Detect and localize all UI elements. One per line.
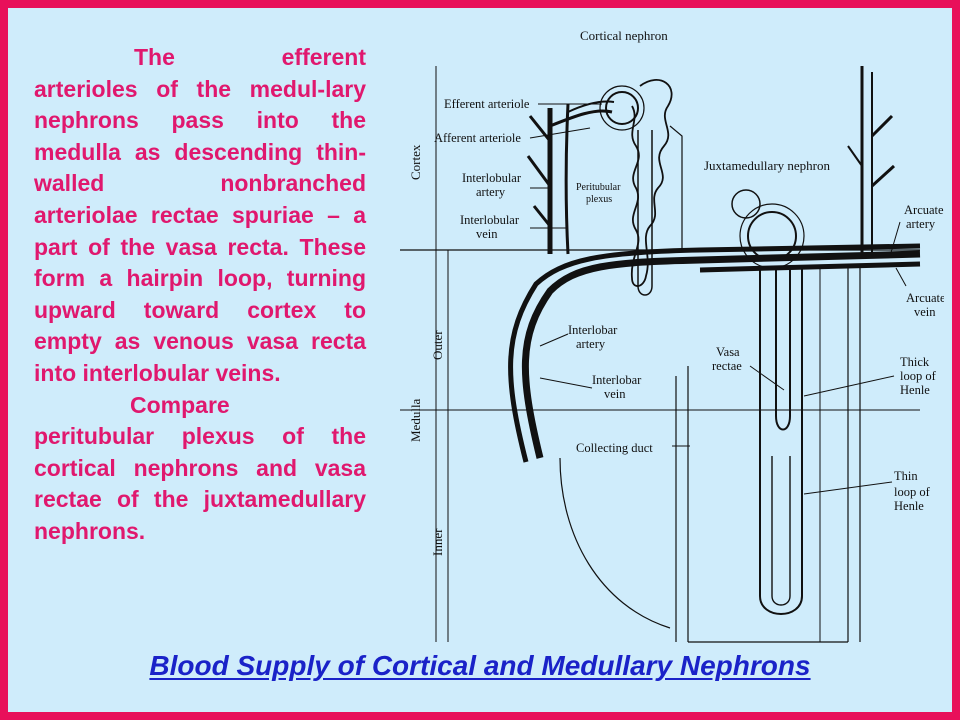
label-peritubular-plexus-2: plexus — [586, 194, 612, 205]
label-cortex: Cortex — [408, 144, 423, 180]
cortical-tubule — [637, 130, 653, 296]
leader-vasa-rectae — [749, 365, 785, 391]
label-peritubular-plexus-1: Peritubular — [576, 182, 621, 193]
leader-afferent — [529, 127, 591, 139]
label-vasa-rectae-1: Vasa — [716, 345, 740, 359]
leader-interlobar-vein — [539, 377, 593, 389]
leader-interlobar-artery — [539, 333, 569, 347]
leader-thin-loop — [803, 481, 893, 495]
juxtamedullary-glomerulus-small — [731, 189, 761, 219]
label-juxtamedullary-nephron: Juxtamedullary nephron — [704, 158, 830, 173]
label-interlobar-artery-1: Interlobar — [568, 323, 618, 337]
body-paragraph-3: peritubular plexus of the cortical nephr… — [34, 423, 366, 544]
leader-thick-loop — [803, 375, 895, 397]
right-interlobular-branch — [847, 145, 863, 167]
peritubular-plexus-loops — [631, 79, 673, 287]
label-outer: Outer — [430, 330, 445, 360]
label-interlobular-vein-2: vein — [476, 227, 498, 241]
label-interlobar-vein-1: Interlobar — [592, 373, 642, 387]
label-cortical-nephron: Cortical nephron — [580, 28, 668, 43]
label-arcuate-artery-2: artery — [906, 217, 936, 231]
label-thin-loop-3: Henle — [894, 499, 924, 513]
label-interlobar-vein-2: vein — [604, 387, 626, 401]
label-efferent-arteriole: Efferent arteriole — [444, 97, 530, 111]
loop-of-henle-outer — [759, 266, 803, 615]
collecting-duct-main — [559, 457, 671, 629]
label-inner: Inner — [430, 528, 445, 556]
interlobular-branch — [528, 115, 552, 142]
cortical-collecting-path — [669, 125, 683, 252]
label-medulla: Medulla — [408, 398, 423, 442]
label-thin-loop-2: loop of — [894, 485, 931, 499]
nephron-blood-supply-diagram: Cortical nephron Efferent arteriole Affe… — [400, 28, 944, 643]
interlobar-artery-vessel — [521, 250, 921, 459]
efferent-arteriole-vessel — [567, 100, 615, 113]
label-arcuate-vein-1: Arcuate — [906, 291, 944, 305]
right-interlobular-branch — [870, 164, 896, 188]
cortical-glomerulus — [605, 91, 639, 125]
leader-arcuate-vein — [895, 267, 907, 287]
label-thin-loop-1: Thin — [894, 469, 918, 483]
slide-title: Blood Supply of Cortical and Medullary N… — [149, 650, 811, 681]
juxtamedullary-capsule — [739, 203, 805, 269]
interlobular-vein-vessel — [564, 103, 570, 255]
vasa-recta-loop — [775, 415, 791, 431]
label-interlobular-artery-1: Interlobular — [462, 171, 522, 185]
label-thick-loop-1: Thick — [900, 355, 930, 369]
label-collecting-duct: Collecting duct — [576, 441, 653, 455]
juxtamedullary-glomerulus — [747, 211, 797, 261]
body-paragraph-1: The efferent arterioles of the medul-lar… — [34, 44, 366, 386]
right-interlobular-branch — [870, 114, 894, 138]
loop-of-henle-inner — [771, 456, 791, 606]
label-interlobular-artery-2: artery — [476, 185, 506, 199]
label-thick-loop-3: Henle — [900, 383, 930, 397]
slide: The efferent arterioles of the medul-lar… — [8, 8, 952, 712]
label-thick-loop-2: loop of — [900, 369, 937, 383]
label-arcuate-vein-2: vein — [914, 305, 936, 319]
body-paragraph-2: Compare — [130, 391, 230, 418]
arcuate-vessel-lower — [699, 261, 921, 273]
label-interlobular-vein-1: Interlobular — [460, 213, 520, 227]
interlobular-branch — [532, 205, 552, 227]
cortical-glomerulus-capsule — [599, 85, 645, 131]
label-vasa-rectae-2: rectae — [712, 359, 742, 373]
label-afferent-arteriole: Afferent arteriole — [434, 131, 521, 145]
label-arcuate-artery-1: Arcuate — [904, 203, 944, 217]
interlobular-branch — [526, 155, 552, 187]
leader-arcuate-artery — [889, 221, 901, 257]
label-interlobar-artery-2: artery — [576, 337, 606, 351]
body-text: The efferent arterioles of the medul-lar… — [34, 42, 366, 548]
